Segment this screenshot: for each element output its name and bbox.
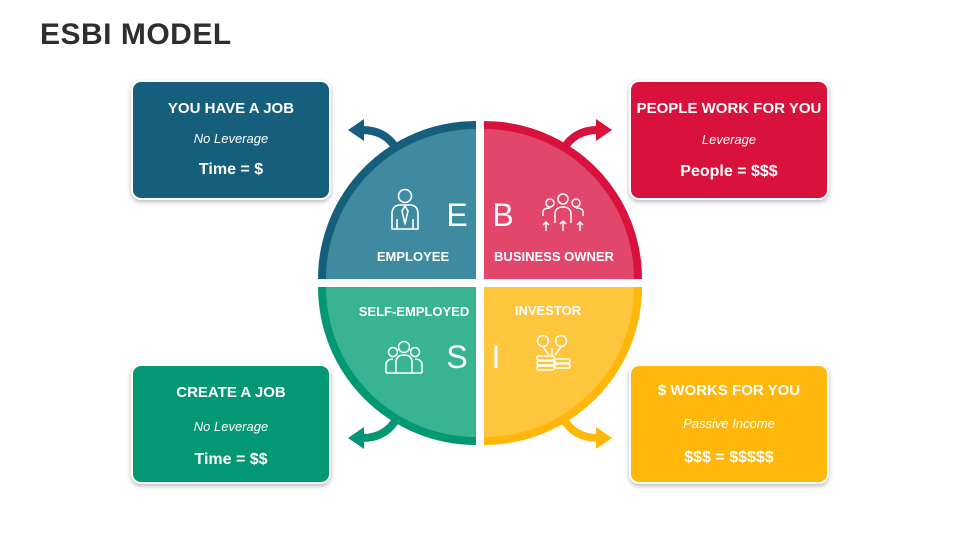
letter-b: B: [492, 197, 513, 233]
card-investor: $ WORKS FOR YOU Passive Income $$$ = $$$…: [631, 366, 827, 482]
arrowhead-investor: [596, 427, 612, 449]
quadrant-self: S SELF-EMPLOYED: [318, 287, 476, 445]
card-sub-employee: No Leverage: [193, 131, 269, 146]
card-sub-self: No Leverage: [193, 419, 269, 434]
slide-title: ESBI MODEL: [40, 18, 232, 51]
card-business-owner: PEOPLE WORK FOR YOU Leverage People = $$…: [631, 82, 827, 198]
arrowhead-employee: [348, 119, 364, 141]
group-people-icon: [385, 340, 423, 374]
card-employee: YOU HAVE A JOB No Leverage Time = $: [133, 82, 329, 198]
quadrant-label-employee: EMPLOYEE: [377, 249, 450, 264]
card-formula-investor: $$$ = $$$$$: [684, 449, 774, 466]
money-coins-icon: [536, 334, 571, 371]
arrowhead-business: [596, 119, 612, 141]
business-team-icon: [542, 193, 584, 231]
card-formula-business: People = $$$: [680, 163, 778, 180]
card-heading-self: CREATE A JOB: [176, 384, 286, 401]
employee-person-icon: [391, 188, 419, 230]
card-sub-investor: Passive Income: [683, 416, 775, 431]
letter-s: S: [446, 339, 467, 375]
quadrant-label-business: BUSINESS OWNER: [494, 249, 615, 264]
quadrant-label-self: SELF-EMPLOYED: [359, 304, 470, 319]
letter-i: I: [492, 339, 501, 375]
card-heading-employee: YOU HAVE A JOB: [167, 100, 295, 117]
quadrant-employee: E EMPLOYEE: [318, 121, 476, 279]
letter-e: E: [446, 197, 467, 233]
arrow-investor: [559, 415, 599, 442]
card-heading-investor: $ WORKS FOR YOU: [657, 382, 801, 399]
card-self-employed: CREATE A JOB No Leverage Time = $$: [133, 366, 329, 482]
card-formula-self: Time = $$: [194, 451, 268, 468]
card-formula-employee: Time = $: [198, 161, 264, 178]
card-heading-business: PEOPLE WORK FOR YOU: [636, 100, 822, 117]
arrow-self: [361, 415, 401, 442]
quadrant-investor: I INVESTOR: [484, 287, 642, 445]
arrowhead-self: [348, 427, 364, 449]
quadrant-business: B BUSINESS OWNER: [484, 121, 642, 279]
quadrant-label-investor: INVESTOR: [515, 303, 582, 318]
card-sub-business: Leverage: [701, 132, 757, 147]
